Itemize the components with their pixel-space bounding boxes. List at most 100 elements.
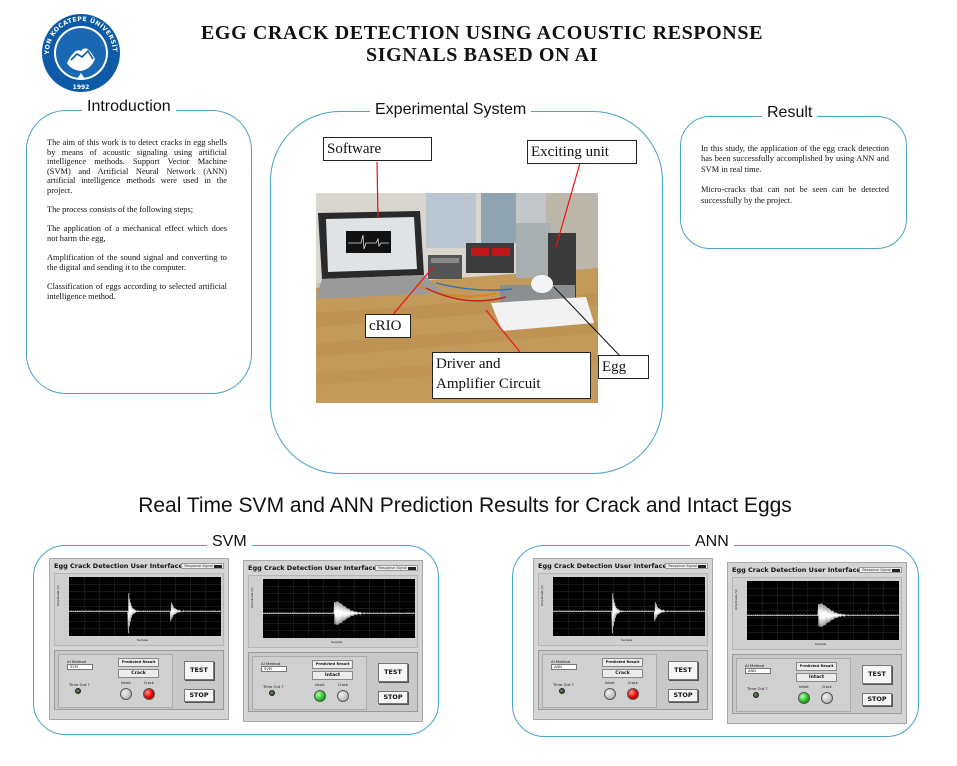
predicted-result-label: Predicted Result bbox=[118, 658, 159, 667]
y-axis-label: Amplitude (V) bbox=[250, 587, 254, 608]
exciting-unit-label: Exciting unit bbox=[527, 140, 637, 164]
intro-paragraph: The aim of this work is to detect cracks… bbox=[47, 138, 227, 195]
time-out-indicator bbox=[559, 688, 565, 694]
intact-indicator-led bbox=[120, 688, 132, 700]
signal-trace bbox=[263, 601, 415, 625]
y-axis-label: Amplitude (V) bbox=[56, 585, 60, 606]
detection-ui-window: Egg Crack Detection User Interface Respo… bbox=[243, 560, 423, 722]
predicted-result-label: Predicted Result bbox=[796, 662, 837, 671]
intro-paragraph: The process consists of the following st… bbox=[47, 205, 194, 215]
response-signal-tab[interactable]: Response Signal bbox=[181, 563, 224, 569]
time-out-indicator bbox=[269, 690, 275, 696]
response-signal-plot bbox=[553, 577, 705, 636]
intro-paragraph: The application of a mechanical effect w… bbox=[47, 224, 227, 243]
ui-window-title: Egg Crack Detection User Interface bbox=[54, 562, 183, 570]
test-button[interactable]: TEST bbox=[862, 665, 892, 684]
method-label: AI Method bbox=[551, 659, 571, 664]
intact-led-label: Intact bbox=[799, 685, 809, 689]
signal-plot-frame: Amplitude (V) Sample bbox=[538, 573, 708, 646]
signal-trace bbox=[747, 603, 899, 627]
method-selector[interactable]: ANN bbox=[745, 668, 771, 674]
intact-indicator-led bbox=[798, 692, 810, 704]
time-out-indicator bbox=[753, 692, 759, 698]
university-logo: AFYON KOCATEPE ÜNİVERSİTESİ 1992 bbox=[41, 13, 120, 92]
time-out-label: Time Out ? bbox=[553, 682, 574, 687]
crio-label: cRIO bbox=[365, 314, 411, 338]
detection-ui-window: Egg Crack Detection User Interface Respo… bbox=[49, 558, 229, 720]
signal-plot-frame: Amplitude (V) Sample bbox=[248, 575, 418, 648]
response-signal-plot bbox=[747, 581, 899, 640]
signal-plot-frame: Amplitude (V) Sample bbox=[732, 577, 902, 650]
predicted-result-text: Intact bbox=[808, 675, 825, 680]
introduction-text: The aim of this work is to detect cracks… bbox=[47, 138, 227, 311]
crack-led-label: Crack bbox=[338, 683, 348, 687]
test-button[interactable]: TEST bbox=[184, 661, 214, 680]
svm-heading: SVM bbox=[207, 533, 252, 551]
response-signal-tab[interactable]: Response Signal bbox=[665, 563, 708, 569]
response-signal-plot bbox=[69, 577, 221, 636]
stop-button[interactable]: STOP bbox=[378, 691, 408, 704]
introduction-panel: Introduction The aim of this work is to … bbox=[26, 98, 252, 394]
ann-heading: ANN bbox=[690, 533, 734, 551]
control-inner-panel: AI Method SVM Time Out ? Predicted Resul… bbox=[58, 654, 173, 708]
crack-indicator-led bbox=[337, 690, 349, 702]
method-label: AI Method bbox=[745, 663, 765, 668]
control-panel: AI Method SVM Time Out ? Predicted Resul… bbox=[248, 652, 418, 712]
x-axis-label: Sample bbox=[331, 640, 343, 644]
x-axis-label: Sample bbox=[621, 638, 633, 642]
method-selector[interactable]: SVM bbox=[261, 666, 287, 672]
crack-led-label: Crack bbox=[822, 685, 832, 689]
signal-plot-frame: Amplitude (V) Sample bbox=[54, 573, 224, 646]
logo-year: 1992 bbox=[73, 84, 90, 91]
poster-title: EGG CRACK DETECTION USING ACOUSTIC RESPO… bbox=[150, 22, 814, 66]
predicted-result-text: Crack bbox=[131, 671, 146, 676]
x-axis-label: Sample bbox=[815, 642, 827, 646]
control-inner-panel: AI Method ANN Time Out ? Predicted Resul… bbox=[736, 658, 851, 712]
ui-window-title: Egg Crack Detection User Interface bbox=[538, 562, 667, 570]
response-signal-tab[interactable]: Response Signal bbox=[859, 567, 902, 573]
result-paragraph: In this study, the application of the eg… bbox=[701, 144, 889, 174]
result-paragraph: Micro-cracks that can not be seen can be… bbox=[701, 185, 889, 205]
driver-label-line-2: Amplifier Circuit bbox=[436, 376, 541, 392]
time-out-label: Time Out ? bbox=[747, 686, 768, 691]
predicted-result-text: Crack bbox=[615, 671, 630, 676]
control-panel: AI Method ANN Time Out ? Predicted Resul… bbox=[538, 650, 708, 710]
method-selector[interactable]: ANN bbox=[551, 664, 577, 670]
title-line-1: EGG CRACK DETECTION USING ACOUSTIC RESPO… bbox=[200, 22, 764, 44]
intro-paragraph: Amplification of the sound signal and co… bbox=[47, 253, 227, 272]
intact-led-label: Intact bbox=[315, 683, 325, 687]
predicted-result-label: Predicted Result bbox=[602, 658, 643, 667]
crack-indicator-led bbox=[143, 688, 155, 700]
x-axis-label: Sample bbox=[137, 638, 149, 642]
method-value: ANN bbox=[748, 669, 756, 673]
stop-button[interactable]: STOP bbox=[184, 689, 214, 702]
predicted-result-value: Intact bbox=[796, 673, 837, 682]
introduction-heading: Introduction bbox=[82, 98, 176, 116]
result-heading: Result bbox=[762, 104, 818, 122]
y-axis-label: Amplitude (V) bbox=[734, 589, 738, 610]
signal-trace bbox=[553, 593, 705, 634]
test-button[interactable]: TEST bbox=[668, 661, 698, 680]
method-selector[interactable]: SVM bbox=[67, 664, 93, 670]
time-out-label: Time Out ? bbox=[69, 682, 90, 687]
crack-indicator-led bbox=[627, 688, 639, 700]
stop-button[interactable]: STOP bbox=[862, 693, 892, 706]
driver-amplifier-label: Driver and Amplifier Circuit bbox=[432, 352, 591, 399]
control-panel: AI Method ANN Time Out ? Predicted Resul… bbox=[732, 654, 902, 714]
crack-indicator-led bbox=[821, 692, 833, 704]
experimental-system-heading: Experimental System bbox=[370, 101, 532, 119]
time-out-label: Time Out ? bbox=[263, 684, 284, 689]
stop-button[interactable]: STOP bbox=[668, 689, 698, 702]
test-button[interactable]: TEST bbox=[378, 663, 408, 682]
signal-trace bbox=[69, 593, 221, 634]
detection-ui-window: Egg Crack Detection User Interface Respo… bbox=[533, 558, 713, 720]
title-line-2: SIGNALS BASED ON AI bbox=[365, 44, 599, 66]
result-panel: Result In this study, the application of… bbox=[680, 104, 907, 249]
response-signal-tab[interactable]: Response Signal bbox=[375, 565, 418, 571]
ui-window-title: Egg Crack Detection User Interface bbox=[732, 566, 861, 574]
prediction-section-heading: Real Time SVM and ANN Prediction Results… bbox=[138, 494, 792, 517]
method-value: SVM bbox=[264, 667, 272, 671]
result-text: In this study, the application of the eg… bbox=[701, 144, 889, 216]
time-out-indicator bbox=[75, 688, 81, 694]
intact-indicator-led bbox=[604, 688, 616, 700]
